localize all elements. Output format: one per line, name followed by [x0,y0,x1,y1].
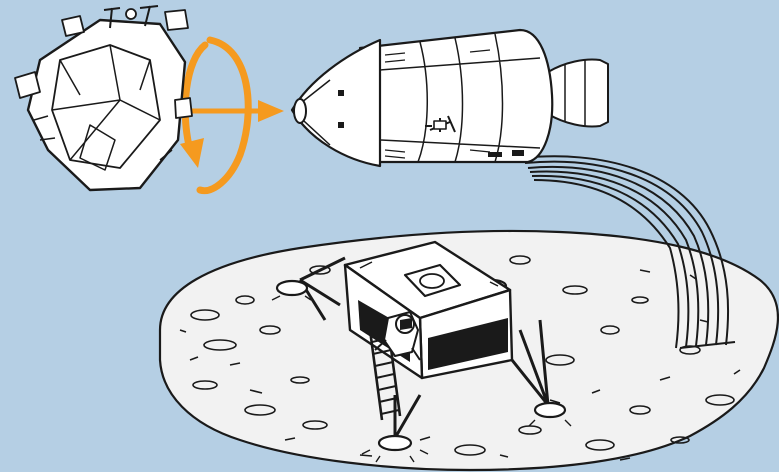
apollo-diagram [0,0,779,472]
diagram-canvas [0,0,779,472]
